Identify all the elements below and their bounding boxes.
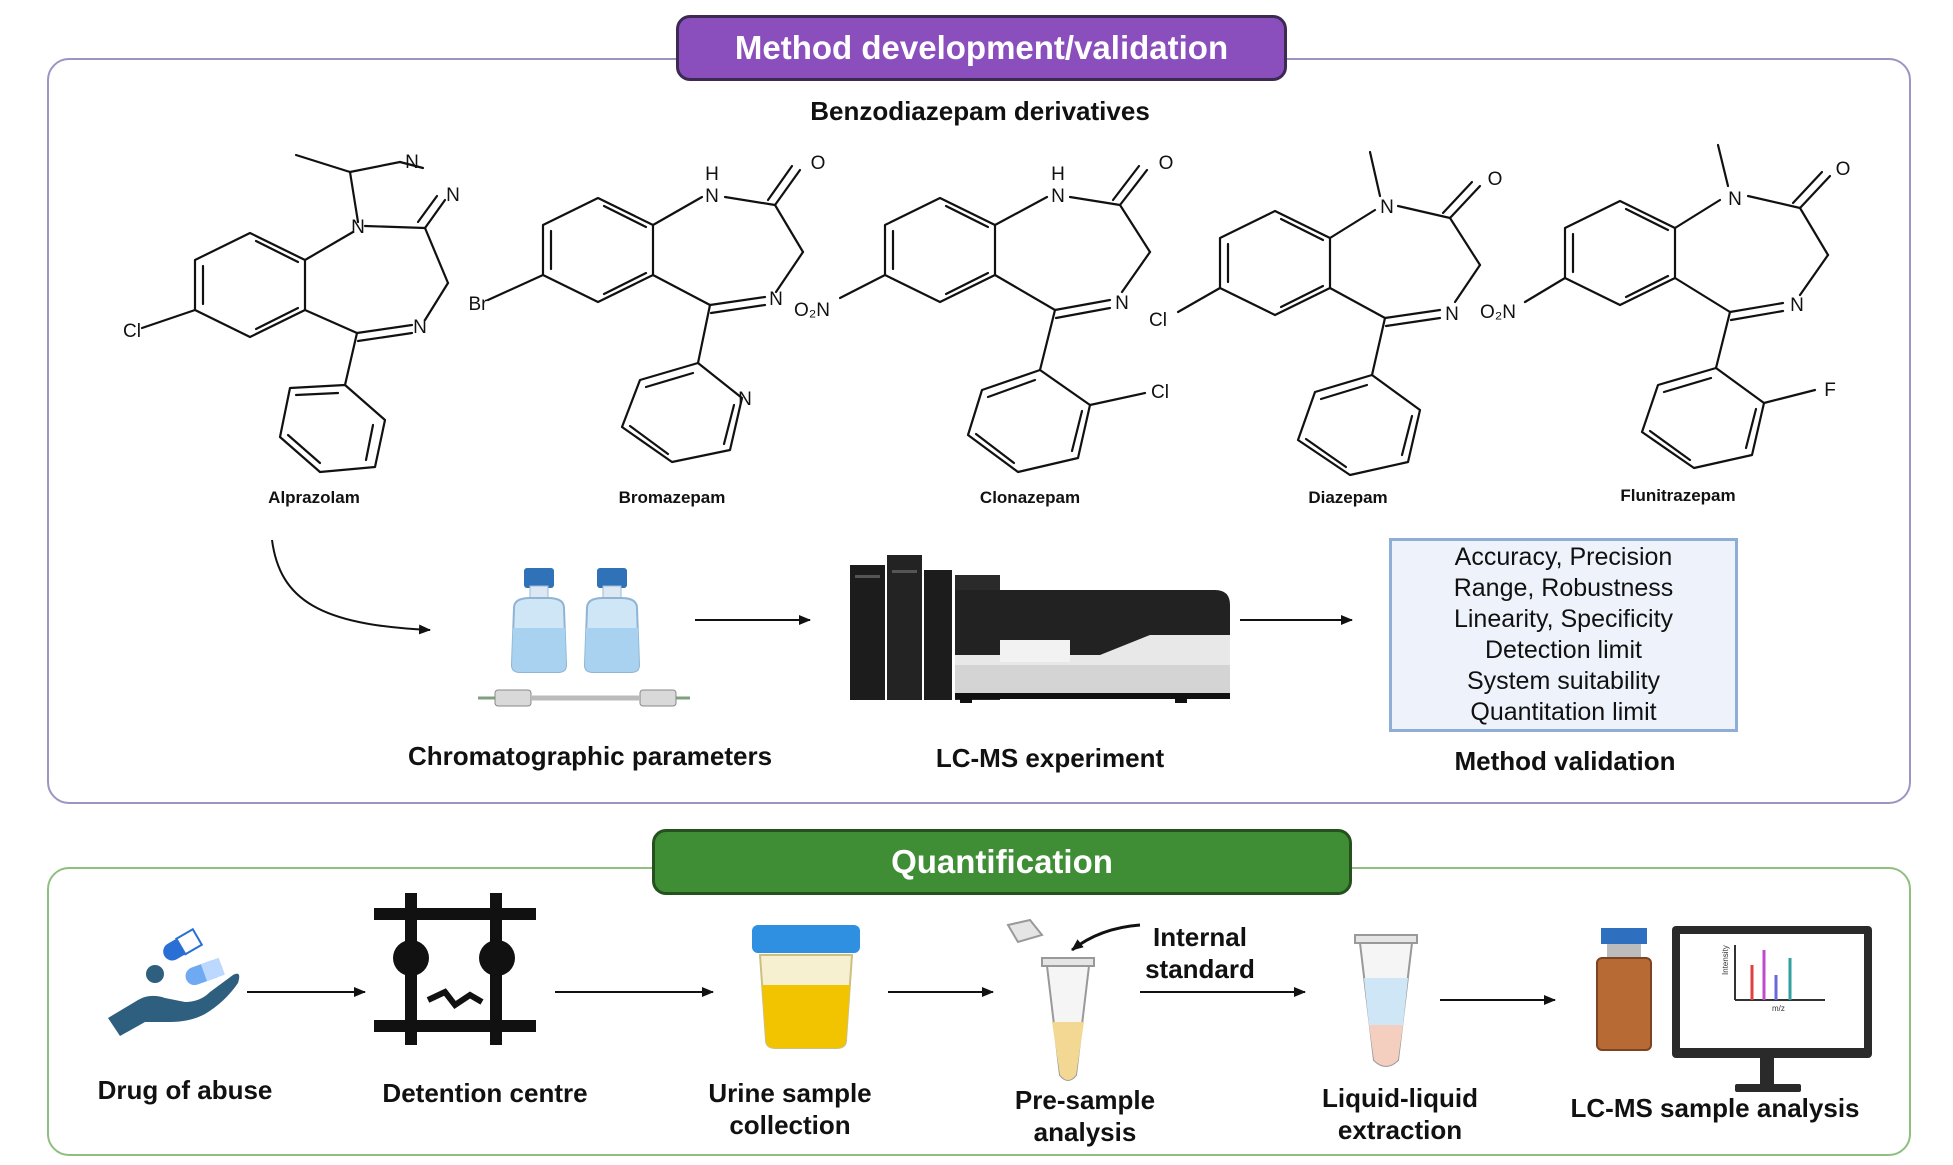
- alprazolam-label: Alprazolam: [268, 488, 360, 507]
- clonazepam-atom-1: N: [1051, 186, 1065, 207]
- benzodiazepam-subtitle: Benzodiazepam derivatives: [810, 96, 1150, 126]
- lle-label-line-2: extraction: [1337, 1115, 1463, 1145]
- urine-sample-cup-icon: [752, 925, 860, 1049]
- clonazepam-atom-0: H: [1051, 164, 1065, 185]
- validation-parameters-box: Accuracy, Precision Range, Robustness Li…: [1389, 538, 1738, 732]
- drug-of-abuse-label: Drug of abuse: [97, 1075, 273, 1105]
- validation-item: Linearity, Specificity: [1453, 605, 1674, 633]
- ms-xlabel: m/z: [1772, 1004, 1785, 1013]
- urine-label-line-1: Urine sample: [708, 1078, 872, 1108]
- internal-standard-arrow: [1071, 923, 1141, 952]
- presample-label-line-2: analysis: [1033, 1117, 1137, 1147]
- lle-label-line-1: Liquid-liquid: [1322, 1083, 1478, 1113]
- bromazepam-atom-3: N: [769, 289, 783, 310]
- method-development-banner: Method development/validation: [676, 15, 1287, 81]
- flunitrazepam-atom-1: O: [1836, 159, 1851, 180]
- diazepam-atom-1: O: [1488, 169, 1503, 190]
- clonazepam-atom-4: O₂N: [794, 300, 830, 321]
- flunitrazepam-atom-labels: N O N O₂N F: [1480, 159, 1850, 401]
- ms-ylabel: Intensity: [1721, 945, 1730, 975]
- alprazolam-atom-4: Cl: [123, 321, 141, 342]
- flow-arrow-to-chromatography: [271, 539, 431, 635]
- chromatography-bottles-icon: [478, 568, 690, 707]
- monitor-icon: Intensity m/z: [1672, 926, 1872, 1092]
- diazepam-structure: [1176, 150, 1482, 477]
- clonazepam-atom-5: Cl: [1151, 382, 1169, 403]
- validation-item: Quantitation limit: [1470, 698, 1657, 726]
- validation-item: Detection limit: [1485, 636, 1642, 664]
- urine-label-line-2: collection: [729, 1110, 851, 1140]
- bromazepam-label: Bromazepam: [618, 488, 726, 507]
- bromazepam-atom-0: H: [705, 164, 719, 185]
- alprazolam-atom-2: N: [446, 185, 460, 206]
- chromatographic-parameters-label: Chromatographic parameters: [407, 741, 773, 771]
- alprazolam-atom-labels: N N N N Cl: [123, 152, 460, 342]
- diazepam-label: Diazepam: [1308, 488, 1388, 507]
- bromazepam-atom-4: Br: [469, 294, 489, 315]
- alprazolam-atom-1: N: [413, 317, 427, 338]
- bromazepam-atom-1: N: [705, 186, 719, 207]
- bromazepam-atom-5: N: [738, 389, 752, 410]
- validation-item: System suitability: [1466, 667, 1661, 695]
- alprazolam-structure: [140, 153, 450, 474]
- bromazepam-atom-labels: H N O N Br N: [469, 153, 826, 410]
- sample-vial-icon: [1596, 928, 1652, 1051]
- drug-of-abuse-icon: [108, 927, 240, 1036]
- liquid-liquid-extraction-label: Liquid-liquid extraction: [1290, 1082, 1510, 1146]
- diazepam-atom-3: Cl: [1149, 310, 1167, 331]
- flunitrazepam-atom-4: F: [1824, 380, 1836, 401]
- lcms-instrument-icon: [850, 555, 1230, 703]
- lcms-sample-analysis-label: LC-MS sample analysis: [1570, 1093, 1860, 1123]
- urine-sample-collection-label: Urine sample collection: [680, 1077, 900, 1141]
- clonazepam-atom-2: O: [1159, 153, 1174, 174]
- clonazepam-atom-3: N: [1115, 293, 1129, 314]
- diazepam-atom-labels: N O N Cl: [1149, 169, 1502, 331]
- clonazepam-structure: [838, 164, 1152, 474]
- validation-item: Accuracy, Precision: [1454, 543, 1673, 571]
- flunitrazepam-atom-3: O₂N: [1480, 302, 1516, 323]
- lcms-experiment-label: LC-MS experiment: [935, 743, 1165, 773]
- flunitrazepam-atom-2: N: [1790, 295, 1804, 316]
- alprazolam-atom-3: N: [405, 152, 419, 173]
- method-validation-label: Method validation: [1454, 746, 1676, 776]
- internal-label-line-2: standard: [1145, 954, 1255, 984]
- detention-centre-icon: [374, 893, 536, 1045]
- pre-sample-tube-icon: [1006, 918, 1095, 1081]
- clonazepam-label: Clonazepam: [979, 488, 1081, 507]
- flunitrazepam-structure: [1523, 143, 1832, 470]
- internal-label-line-1: Internal: [1153, 922, 1247, 952]
- validation-item: Range, Robustness: [1453, 574, 1674, 602]
- detention-centre-label: Detention centre: [382, 1078, 588, 1108]
- bromazepam-atom-2: O: [811, 153, 826, 174]
- diazepam-atom-0: N: [1380, 197, 1394, 218]
- diazepam-atom-2: N: [1445, 304, 1459, 325]
- flunitrazepam-atom-0: N: [1728, 189, 1742, 210]
- internal-standard-label: Internal standard: [1115, 921, 1285, 985]
- alprazolam-atom-0: N: [351, 217, 365, 238]
- pre-sample-analysis-label: Pre-sample analysis: [975, 1084, 1195, 1148]
- bromazepam-structure: [486, 164, 805, 464]
- presample-label-line-1: Pre-sample: [1014, 1085, 1156, 1115]
- quantification-banner: Quantification: [652, 829, 1352, 895]
- flunitrazepam-label: Flunitrazepam: [1620, 486, 1736, 505]
- liquid-liquid-extraction-tube-icon: [1354, 934, 1418, 1067]
- clonazepam-atom-labels: H N O N O₂N Cl: [794, 153, 1173, 403]
